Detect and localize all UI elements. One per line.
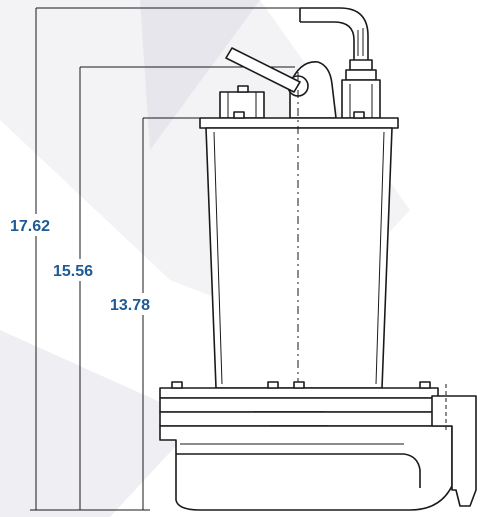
pump-base [159, 384, 477, 511]
handle-bracket [225, 47, 337, 119]
dim-label-overall: 17.62 [10, 218, 50, 235]
dim-label-cover: 13.78 [110, 297, 150, 314]
motor-housing [205, 127, 393, 389]
dimension-labels: 17.62 15.56 13.78 [6, 214, 168, 315]
flange-stack [159, 381, 439, 427]
cord-grip [341, 59, 381, 119]
power-cord [299, 7, 369, 60]
dim-label-handle: 15.56 [53, 263, 93, 280]
pump-drawing [159, 7, 477, 511]
